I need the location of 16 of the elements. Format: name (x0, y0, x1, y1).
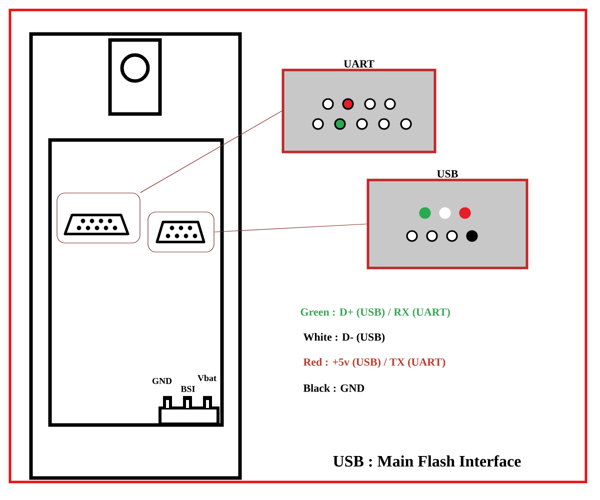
pinout-box: UART (282, 60, 436, 154)
node-label: UART (344, 60, 374, 68)
pin-label: Vbat (198, 374, 216, 382)
legend-entry: Red : +5v (USB) / TX (UART) (303, 358, 446, 368)
port-outline (56, 192, 140, 244)
legend-entry: White : D- (USB) (303, 333, 385, 343)
caption: USB : Main Flash Interface (333, 455, 521, 467)
pin-label: GND (152, 378, 172, 384)
port-outline (148, 212, 214, 252)
node-label: USB (437, 170, 458, 178)
leader-line (214, 224, 368, 232)
pinout-box: USB (366, 170, 528, 270)
leader-line (140, 110, 282, 193)
legend-entry: Black : GND (303, 384, 364, 392)
legend-entry: Green : D+ (USB) / RX (UART) (300, 308, 450, 318)
pin-label: BSI (180, 386, 195, 392)
